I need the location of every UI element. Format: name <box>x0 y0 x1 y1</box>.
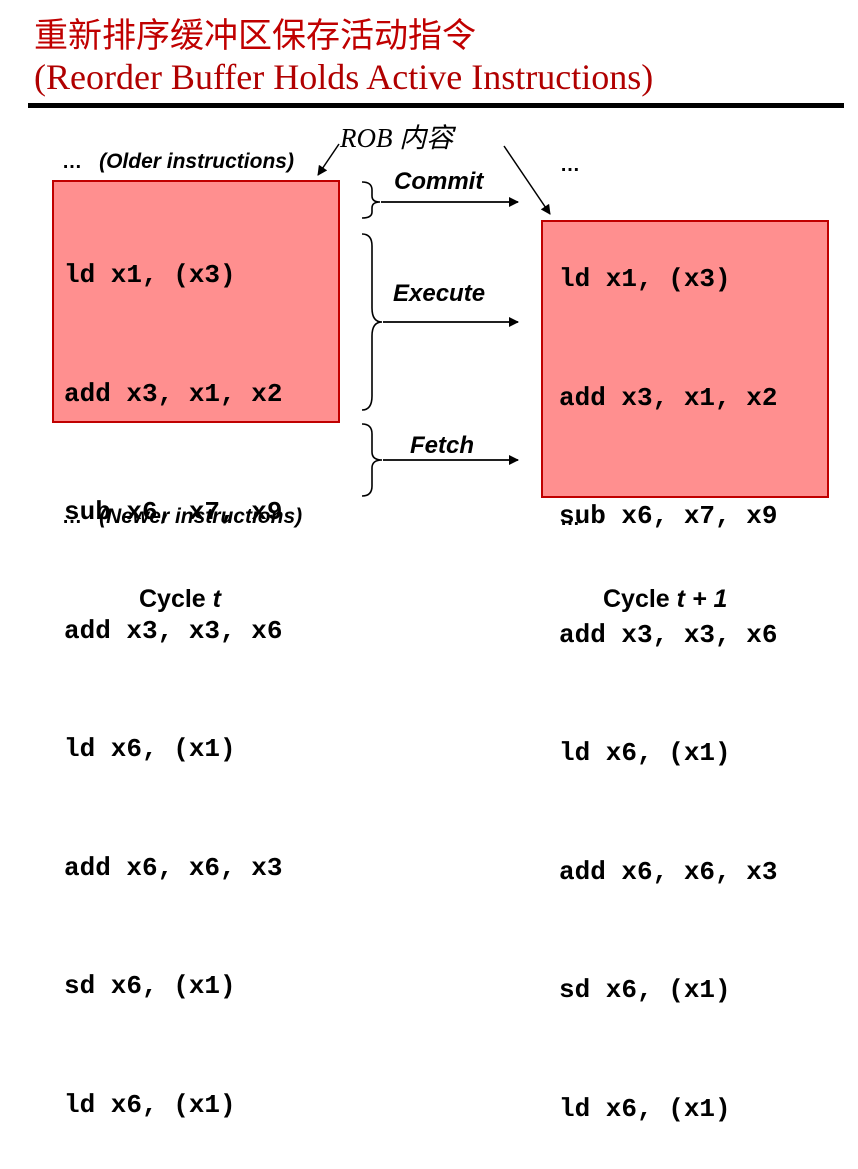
instruction-row: ld x1, (x3) <box>64 260 236 290</box>
instruction-row: sd x6, (x1) <box>64 971 236 1001</box>
instruction-row: add x6, x6, x3 <box>64 852 283 883</box>
cycle-t-plus-1-label: Cycle t + 1 <box>603 585 727 614</box>
older-instructions-note: … (Older instructions) <box>62 150 294 174</box>
newer-instructions-label: (Newer instructions) <box>99 505 303 528</box>
instruction-row: ld x1, (x3) <box>559 264 731 294</box>
instruction-row: add x3, x1, x2 <box>64 378 283 409</box>
instruction-row: ld x6, (x1) <box>559 738 731 768</box>
instruction-row: sd x6, (x1) <box>559 975 731 1005</box>
execute-brace <box>361 233 383 411</box>
instruction-row: add x3, x1, x2 <box>559 382 778 413</box>
fetch-brace <box>361 423 383 497</box>
cycle-t-word: Cycle <box>139 585 206 613</box>
instruction-row: ld x6, (x1) <box>559 1093 731 1124</box>
rob-box-cycle-t-plus-1 <box>541 220 829 498</box>
rob-pointer-left-arrow <box>317 143 340 176</box>
cycle-t1-word: Cycle <box>603 585 670 613</box>
older-ellipsis: … <box>62 151 82 173</box>
title-english: (Reorder Buffer Holds Active Instruction… <box>34 57 654 97</box>
instruction-row: ld x6, (x1) <box>64 734 236 764</box>
fetch-label: Fetch <box>410 432 475 459</box>
title-chinese: 重新排序缓冲区保存活动指令 <box>34 16 476 56</box>
rob-pointer-right-arrow <box>503 145 551 215</box>
instruction-row: add x6, x6, x3 <box>559 856 778 887</box>
cycle-t-var: t <box>212 585 221 613</box>
instruction-row: ld x6, (x1) <box>64 1089 236 1120</box>
right-top-ellipsis: … <box>560 154 580 176</box>
commit-brace <box>361 181 381 219</box>
right-bottom-ellipsis: … <box>560 508 580 530</box>
instruction-row: sub x6, x7, x9 <box>64 497 283 527</box>
title-divider <box>28 103 844 108</box>
instruction-row: sub x6, x7, x9 <box>559 501 778 531</box>
diagram-connectors <box>317 143 551 497</box>
commit-label: Commit <box>394 168 484 195</box>
execute-label: Execute <box>393 280 486 307</box>
rob-box-cycle-t <box>52 180 340 423</box>
newer-instructions-note: … (Newer instructions) <box>62 505 302 529</box>
cycle-t-label: Cycle t <box>139 585 221 614</box>
rob-contents-label: ROB 内容 <box>340 123 454 153</box>
newer-ellipsis: … <box>62 506 82 528</box>
older-instructions-label: (Older instructions) <box>99 150 294 173</box>
cycle-t1-var: t + 1 <box>676 585 728 613</box>
